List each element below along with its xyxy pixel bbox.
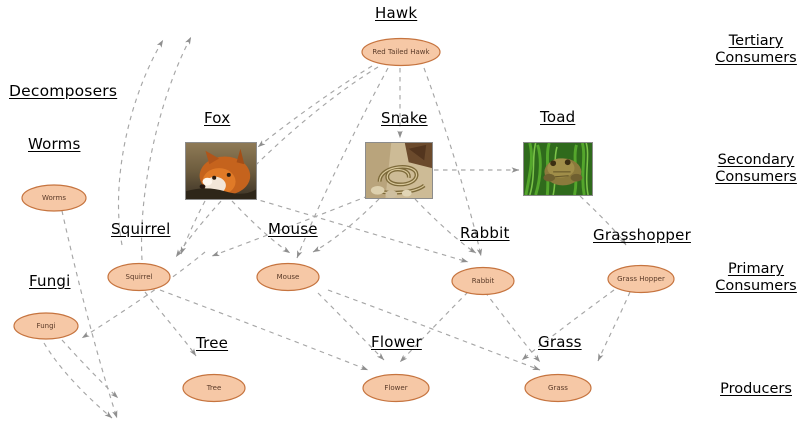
heading-grass: Grass <box>538 333 582 351</box>
edge-fungi-decay <box>61 339 119 399</box>
edge-hawk-rabbit <box>423 67 483 257</box>
node-mouse-shape[interactable] <box>256 262 320 292</box>
tier-label-primary-consumers: Primary Consumers <box>715 261 797 295</box>
edge-fox-rabbit <box>251 197 469 263</box>
tier-primary-line1: Primary <box>727 261 785 277</box>
heading-tree: Tree <box>196 334 229 352</box>
tier-label-producers: Producers <box>715 381 797 398</box>
heading-fungi: Fungi <box>29 272 71 290</box>
edge-rabbit-grass <box>484 291 541 363</box>
toad-image <box>524 143 592 195</box>
edge-producers-fungi <box>140 36 192 261</box>
heading-hawk: Hawk <box>375 4 418 22</box>
tier-secondary-line1: Secondary <box>717 152 795 168</box>
heading-mouse: Mouse <box>268 220 318 238</box>
node-tree-shape[interactable] <box>182 373 246 403</box>
edge-fox-squirrel <box>180 200 206 255</box>
edge-worms-soil <box>59 201 118 419</box>
edge-rabbit-flower <box>399 291 469 363</box>
edge-snake-squirrel <box>211 195 369 257</box>
heading-squirrel: Squirrel <box>111 220 171 238</box>
edge-toad-grasshopper <box>579 195 627 246</box>
edge-squirrel-flower <box>159 289 369 371</box>
fox-image <box>186 143 256 199</box>
edge-mouse-grass <box>327 289 541 371</box>
node-red-tailed-hawk-shape[interactable] <box>361 37 441 67</box>
tier-secondary-line2: Consumers <box>715 169 797 185</box>
edge-hawk-fox <box>257 65 373 148</box>
edge-hawk-squirrel <box>175 66 379 258</box>
tier-tertiary-line1: Tertiary <box>728 33 784 49</box>
node-grass-shape[interactable] <box>524 373 592 403</box>
photo-snake <box>365 142 433 199</box>
tier-label-tertiary-consumers: Tertiary Consumers <box>715 33 797 67</box>
node-flower-shape[interactable] <box>362 373 430 403</box>
node-squirrel-shape[interactable] <box>107 262 171 292</box>
tier-tertiary-line2: Consumers <box>715 50 797 66</box>
heading-fox: Fox <box>204 109 231 127</box>
node-worms-shape[interactable] <box>21 184 87 212</box>
tier-primary-line2: Consumers <box>715 278 797 294</box>
edge-squirrel-tree <box>144 291 197 357</box>
edge-grasshopper-flower <box>521 289 615 361</box>
edge-fungi-soil <box>43 342 113 419</box>
edge-tree-fungi <box>81 251 206 339</box>
heading-worms: Worms <box>28 135 81 153</box>
tier-label-secondary-consumers: Secondary Consumers <box>713 152 799 186</box>
node-fungi-shape[interactable] <box>13 312 79 340</box>
edge-snake-rabbit <box>414 198 477 254</box>
heading-snake: Snake <box>381 109 428 127</box>
heading-toad: Toad <box>540 108 576 126</box>
snake-image <box>366 143 432 198</box>
photo-toad <box>523 142 593 196</box>
heading-flower: Flower <box>371 333 422 351</box>
photo-fox <box>185 142 257 200</box>
heading-rabbit: Rabbit <box>460 224 510 242</box>
side-label-decomposers: Decomposers <box>9 82 118 100</box>
node-rabbit-shape[interactable] <box>451 266 515 296</box>
heading-grasshopper: Grasshopper <box>593 226 691 244</box>
node-grass-hopper-shape[interactable] <box>607 264 675 294</box>
edge-mouse-flower <box>317 292 385 361</box>
tier-producers-line1: Producers <box>720 381 792 397</box>
